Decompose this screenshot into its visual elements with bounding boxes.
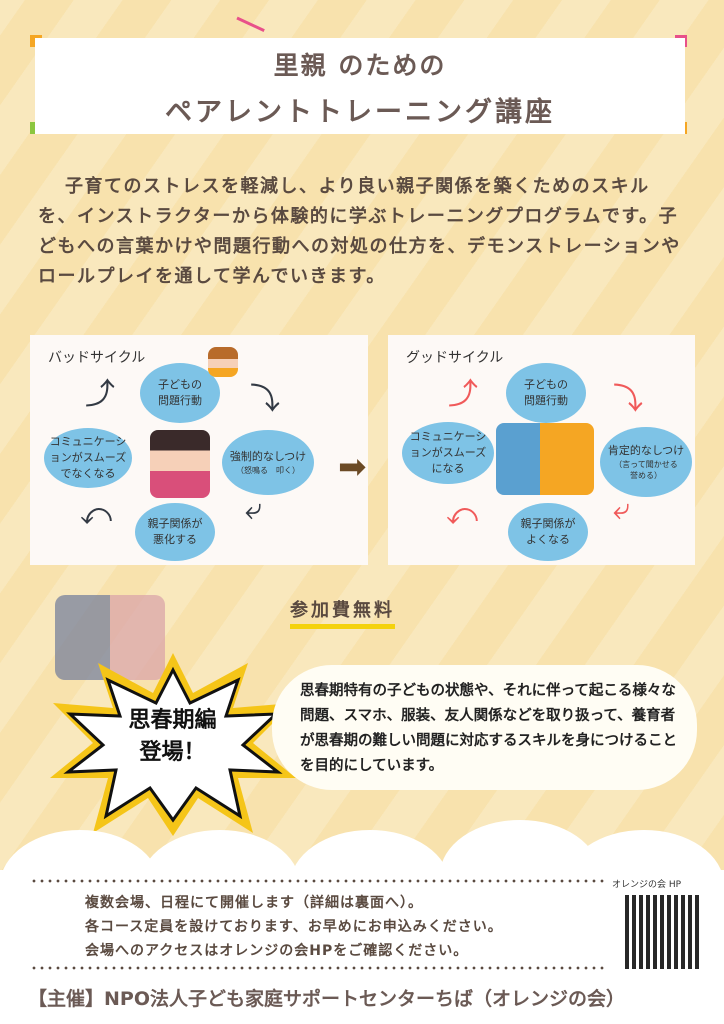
title-line1: 里親 のための xyxy=(273,51,447,80)
puberty-edition-label: 思春期編登場！ xyxy=(128,708,217,765)
bottom-section xyxy=(0,870,724,1024)
bubble-bottom: 親子関係がよくなる xyxy=(508,503,588,561)
cycle-arrow-icon: ⤵ xyxy=(613,382,643,417)
bad-cycle-panel: バッドサイクル 子どもの問題行動 強制的なしつけ（怒鳴る 叩く） 親子関係が悪化… xyxy=(30,335,368,565)
qr-code[interactable] xyxy=(625,895,699,969)
cycle-arrow-icon: ⤺ xyxy=(80,497,113,532)
cycle-arrow-icon: ⤵ xyxy=(250,382,280,417)
burst-shape xyxy=(50,653,296,836)
people-illustration xyxy=(55,595,165,680)
bubble-left: コミュニケーションがスムーズになる xyxy=(402,422,494,484)
title-line2: ペアレントトレーニング講座 xyxy=(165,97,555,128)
qr-label: オレンジの会 HP xyxy=(612,880,682,890)
intro-text: 子育てのストレスを軽減し、より良い親子関係を築くためのスキルを、インストラクター… xyxy=(38,176,681,287)
angry-mother-illustration xyxy=(150,430,210,498)
bubble-right: 肯定的なしつけ（言って聞かせる誉める） xyxy=(600,427,692,497)
cycle-arrow-icon: ⤶ xyxy=(613,492,630,527)
bubble-top: 子どもの問題行動 xyxy=(506,363,586,423)
mother-child-illustration xyxy=(496,423,594,495)
bubble-right: 強制的なしつけ（怒鳴る 叩く） xyxy=(222,430,314,495)
info-line: 各コース定員を設けております、お早めにお申込みください。 xyxy=(85,919,503,935)
arrow-right-icon: ➡ xyxy=(338,447,367,487)
child-illustration xyxy=(208,347,238,377)
good-cycle-panel: グッドサイクル 子どもの問題行動 肯定的なしつけ（言って聞かせる誉める） 親子関… xyxy=(388,335,695,565)
bubble-top: 子どもの問題行動 xyxy=(140,363,220,423)
title-box: 里親 のための ペアレントトレーニング講座 xyxy=(35,38,685,134)
info-line: 会場へのアクセスはオレンジの会HPをご確認ください。 xyxy=(85,943,469,959)
cycle-arrow-icon: ⤶ xyxy=(245,492,262,527)
puberty-description: 思春期特有の子どもの状態や、それに伴って起こる様々な問題、スマホ、服装、友人関係… xyxy=(272,665,697,790)
dotted-divider xyxy=(30,966,605,970)
bad-cycle-title: バッドサイクル xyxy=(48,350,146,366)
dotted-divider xyxy=(30,879,605,883)
cycle-arrow-icon: ⤴ xyxy=(448,377,478,412)
cycle-arrow-icon: ⤺ xyxy=(446,497,479,532)
bubble-left: コミュニケーションがスムーズでなくなる xyxy=(44,428,132,488)
good-cycle-title: グッドサイクル xyxy=(406,350,504,366)
bubble-bottom: 親子関係が悪化する xyxy=(135,503,215,561)
organizer-footer: 【主催】NPO法人子ども家庭サポートセンターちば（オレンジの会） xyxy=(28,988,625,1010)
info-line: 複数会場、日程にて開催します（詳細は裏面へ）。 xyxy=(85,895,423,911)
cycle-arrow-icon: ⤴ xyxy=(85,377,115,412)
free-fee-label: 参加費無料 xyxy=(290,596,395,629)
